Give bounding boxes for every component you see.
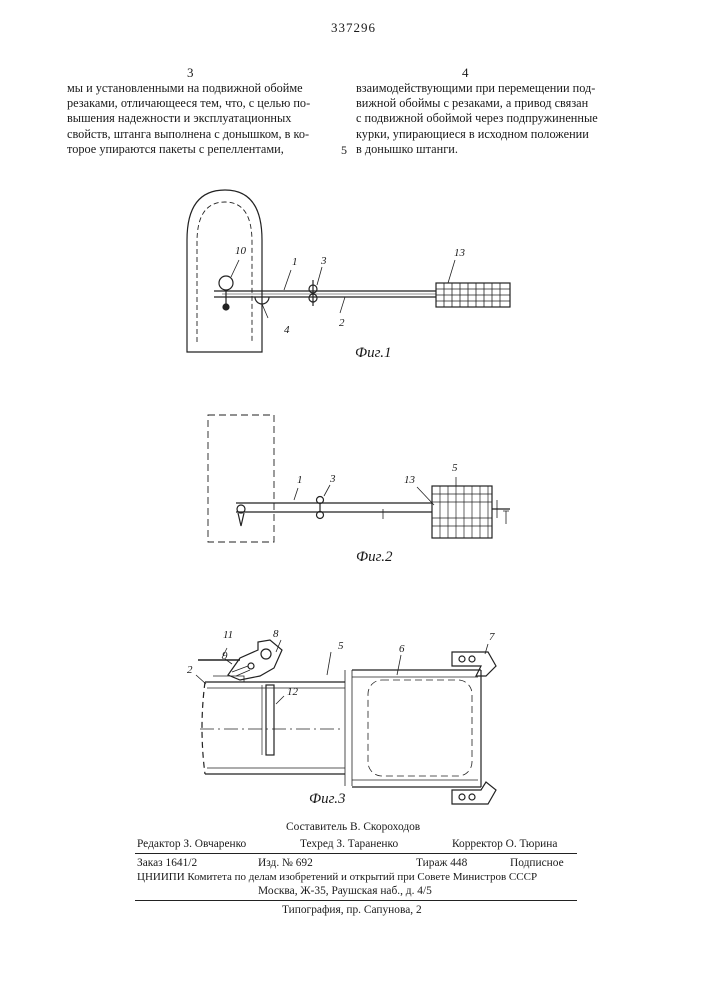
order-number: Заказ 1641/2 (137, 856, 197, 870)
editor: Редактор З. Овчаренко (137, 837, 246, 851)
compiler: Составитель В. Скороходов (286, 820, 420, 834)
corrector: Корректор О. Тюрина (452, 837, 557, 851)
divider (135, 853, 577, 854)
izd-number: Изд. № 692 (258, 856, 313, 870)
tirazh: Тираж 448 (416, 856, 467, 870)
divider (135, 900, 577, 901)
podpisnoe: Подписное (510, 856, 564, 870)
techred: Техред З. Тараненко (300, 837, 398, 851)
organization-line: ЦНИИПИ Комитета по делам изобретений и о… (137, 870, 537, 884)
typography-line: Типография, пр. Сапунова, 2 (282, 903, 422, 917)
address-line: Москва, Ж-35, Раушская наб., д. 4/5 (258, 884, 432, 898)
